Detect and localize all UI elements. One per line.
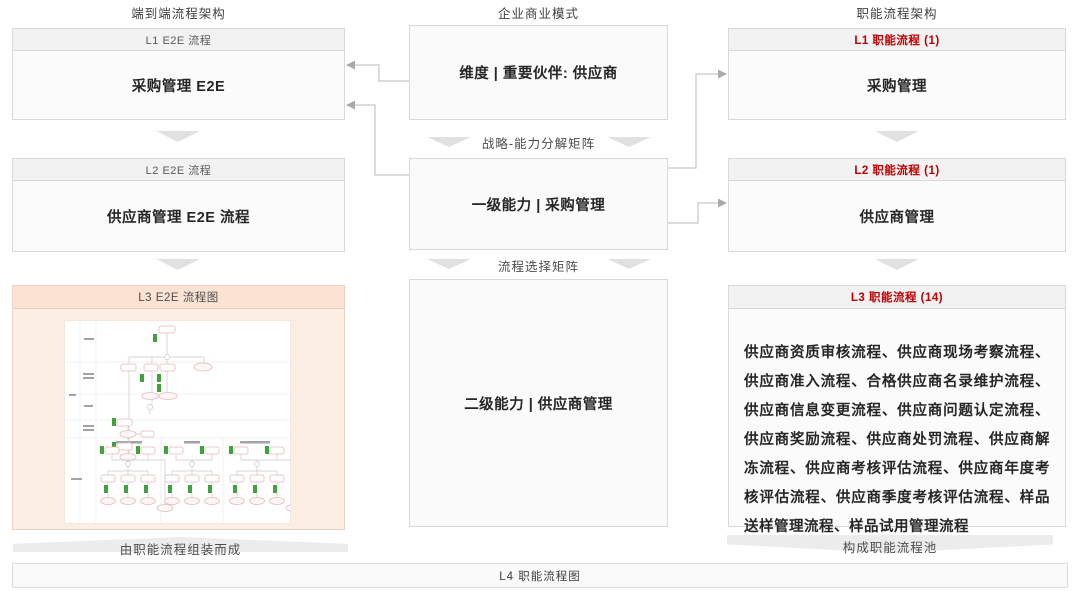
assemble-band-shape <box>13 537 348 552</box>
down-arrow-icon <box>875 259 919 270</box>
middle-box-dimension: 维度 | 重要伙伴: 供应商 <box>409 25 668 120</box>
left-l2-panel: L2 E2E 流程 供应商管理 E2E 流程 <box>12 158 345 252</box>
l4-process-map-bar: L4 职能流程图 <box>12 563 1068 588</box>
left-l1-panel: L1 E2E 流程 采购管理 E2E <box>12 28 345 120</box>
left-l3-panel: L3 E2E 流程图 <box>12 285 345 530</box>
down-arrow-icon <box>156 259 200 270</box>
left-l2-body: 供应商管理 E2E 流程 <box>107 209 250 226</box>
down-arrow-icon <box>607 137 651 147</box>
right-l2-panel: L2 职能流程 (1) 供应商管理 <box>728 158 1066 252</box>
right-l2-body: 供应商管理 <box>859 209 935 226</box>
middle-box-capability-l1: 一级能力 | 采购管理 <box>409 158 668 250</box>
down-arrow-icon <box>875 131 919 142</box>
middle-box-capability-l2: 二级能力 | 供应商管理 <box>409 279 668 527</box>
right-l3-process-list: 供应商资质审核流程、供应商现场考察流程、供应商准入流程、合格供应商名录维护流程、… <box>744 345 1050 535</box>
right-l2-header: L2 职能流程 (1) <box>729 159 1065 181</box>
middle-column-title: 企业商业模式 <box>497 7 579 21</box>
left-l1-header: L1 E2E 流程 <box>13 29 344 51</box>
assemble-band-label: 由职能流程组装而成 <box>119 543 242 557</box>
right-l1-body: 采购管理 <box>867 78 927 95</box>
pool-band-label: 构成职能流程池 <box>842 541 938 555</box>
left-l3-header: L3 E2E 流程图 <box>13 286 344 309</box>
pool-band-shape <box>727 535 1053 553</box>
down-arrow-icon <box>427 259 471 269</box>
left-l1-body: 采购管理 E2E <box>131 78 226 95</box>
right-l1-header: L1 职能流程 (1) <box>729 29 1065 51</box>
left-l3-body <box>13 309 344 529</box>
matrix-label-strategy: 战略-能力分解矩阵 <box>481 137 596 151</box>
l3-flowchart-thumbnail <box>64 320 291 524</box>
right-l3-panel: L3 职能流程 (14) 供应商资质审核流程、供应商现场考察流程、供应商准入流程… <box>728 285 1066 535</box>
matrix-label-process-select: 流程选择矩阵 <box>497 260 579 274</box>
down-arrow-icon <box>427 137 471 147</box>
right-l3-header: L3 职能流程 (14) <box>729 286 1065 309</box>
down-arrow-icon <box>156 131 200 142</box>
left-l2-header: L2 E2E 流程 <box>13 159 344 181</box>
right-l1-panel: L1 职能流程 (1) 采购管理 <box>728 28 1066 120</box>
left-column-title: 端到端流程架构 <box>131 7 226 21</box>
right-column-title: 职能流程架构 <box>856 7 938 21</box>
down-arrow-icon <box>607 259 651 269</box>
